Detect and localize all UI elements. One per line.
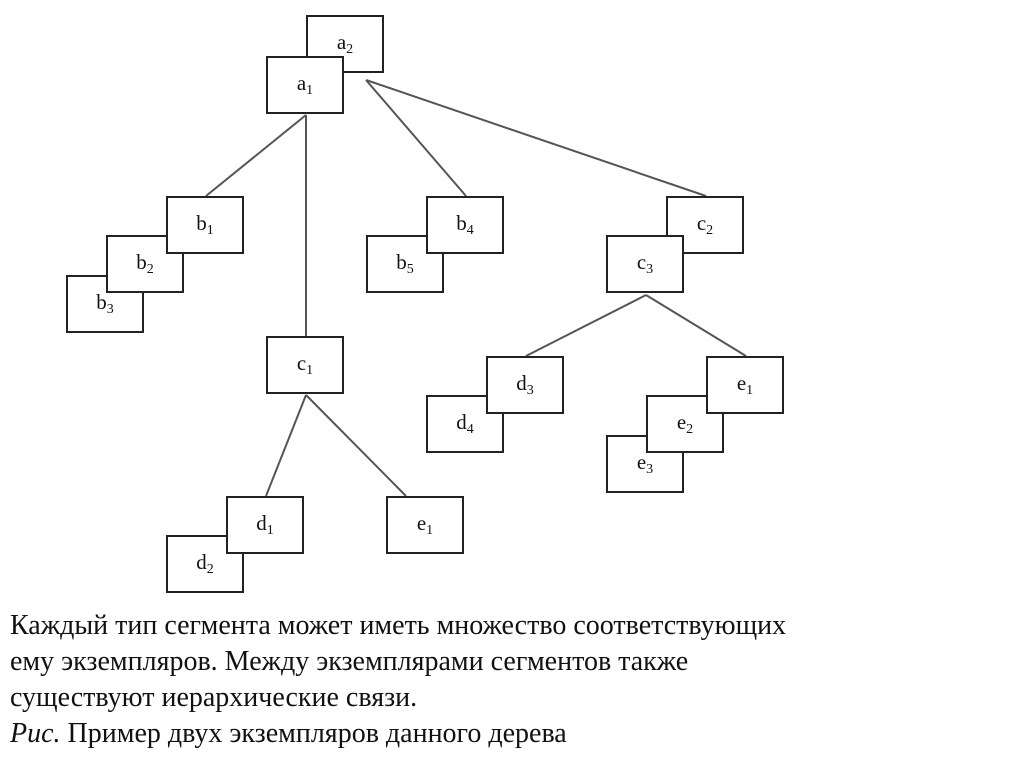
edge-a1-c2	[365, 79, 707, 197]
node-c1: c1	[266, 336, 344, 394]
figure-label: Рис.	[10, 718, 61, 749]
edge-c3-d3	[525, 294, 647, 357]
node-d3: d3	[486, 356, 564, 414]
connector-lines	[205, 79, 747, 497]
figure-text: Пример двух экземпляров данного дерева	[60, 718, 567, 749]
edge-a1-b1	[205, 114, 307, 197]
node-d1: d1	[226, 496, 304, 554]
node-b2: b2	[106, 235, 184, 293]
node-b1: b1	[166, 196, 244, 254]
node-b4: b4	[426, 196, 504, 254]
caption-line-2: ему экземпляров. Между экземплярами сегм…	[10, 646, 689, 677]
caption-line-1: Каждый тип сегмента может иметь множеств…	[10, 610, 787, 641]
caption-line-3: существуют иерархические связи.	[10, 682, 418, 713]
edge-c3-e1	[645, 294, 747, 357]
edge-c1-e1	[305, 394, 407, 497]
figure-caption: Рис. Пример двух экземпляров данного дер…	[10, 716, 1014, 752]
edge-c1-d1	[265, 394, 307, 497]
node-c3: c3	[606, 235, 684, 293]
node-e1-left: e1	[386, 496, 464, 554]
node-e3: e3	[606, 435, 684, 493]
edge-a1-b4	[365, 79, 467, 197]
node-e1-right: e1	[706, 356, 784, 414]
caption: Каждый тип сегмента может иметь множеств…	[10, 608, 1014, 752]
node-a1: a1	[266, 56, 344, 114]
tree-diagram: a2 a1 b3 b2 b1 b5 b4 c2 c3 c1 d4 d3 e3 e…	[66, 15, 784, 593]
